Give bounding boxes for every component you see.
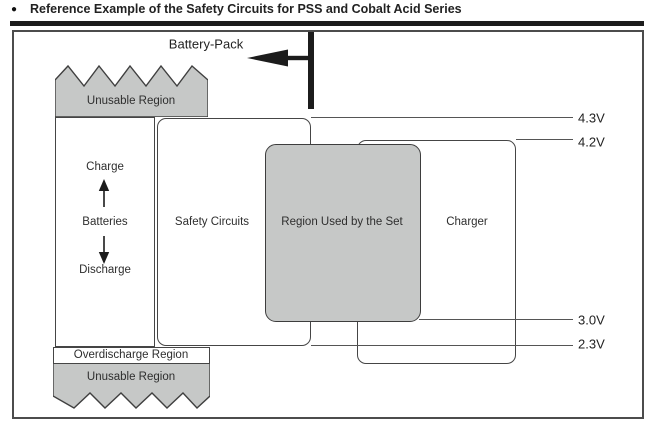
charge-label: Charge [86, 161, 124, 173]
voltage-line-4-2 [516, 139, 573, 140]
battery-pack-arrow-icon [247, 32, 314, 109]
battery-column [55, 117, 155, 347]
unusable-region-top [55, 64, 208, 117]
batteries-label: Batteries [82, 216, 128, 228]
voltage-label-3-0: 3.0V [578, 312, 605, 328]
voltage-line-2-3 [311, 345, 573, 346]
discharge-label: Discharge [79, 264, 131, 276]
battery-pack-label: Battery-Pack [168, 36, 244, 52]
voltage-line-4-3 [311, 117, 573, 118]
set-region-label: Region Used by the Set [281, 216, 403, 228]
voltage-label-4-2: 4.2V [578, 134, 605, 150]
charger-label: Charger [446, 216, 488, 228]
voltage-label-2-3: 2.3V [578, 336, 605, 352]
overdischarge-region-box [53, 347, 210, 364]
figure-title: Reference Example of the Safety Circuits… [30, 2, 462, 16]
safety-circuits-label: Safety Circuits [174, 216, 250, 228]
title-rule [10, 21, 644, 26]
overdischarge-region-label: Overdischarge Region [73, 349, 189, 361]
voltage-label-4-3: 4.3V [578, 110, 605, 126]
unusable-region-bottom-label: Unusable Region [86, 371, 176, 383]
voltage-line-3-0 [419, 319, 573, 320]
bullet-icon: ● [11, 4, 18, 15]
unusable-region-top-label: Unusable Region [86, 95, 176, 107]
unusable-region-bottom [53, 363, 210, 409]
charge-discharge-arrows-icon [98, 179, 110, 264]
set-region-box [265, 144, 421, 322]
